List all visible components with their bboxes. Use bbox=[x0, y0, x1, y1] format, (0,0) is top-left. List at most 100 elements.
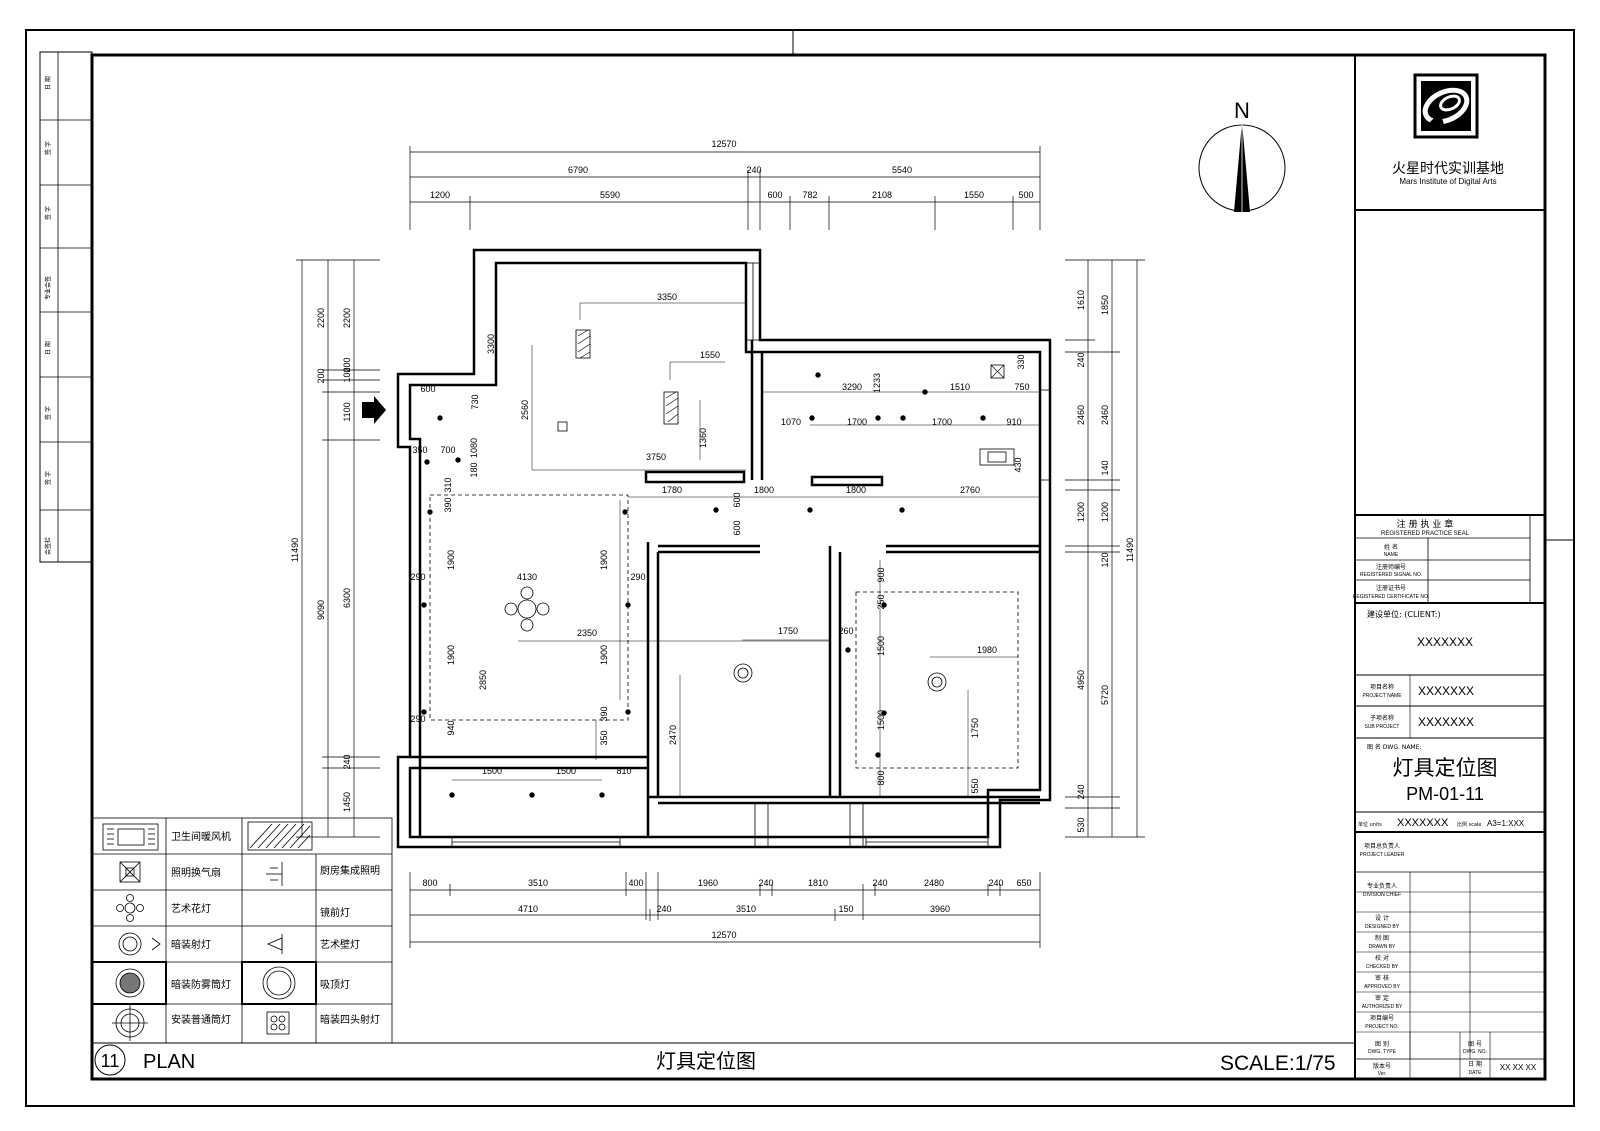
dim-left: 100 bbox=[342, 367, 352, 382]
strip-label: 签 字 bbox=[44, 206, 52, 220]
project-value: XXXXXXX bbox=[1418, 684, 1474, 698]
dim-right: 240 bbox=[1076, 784, 1086, 799]
dim-interior: 1070 bbox=[781, 417, 801, 427]
drawing-name-label: 图 名 DWG. NAME: bbox=[1367, 743, 1421, 751]
dim-bottom: 650 bbox=[1016, 878, 1031, 888]
dimension-guides bbox=[452, 302, 1040, 797]
dim-top: 782 bbox=[802, 190, 817, 200]
legend-label: 吸顶灯 bbox=[320, 979, 350, 991]
dim-left: 1100 bbox=[342, 402, 352, 421]
dim-top: 12570 bbox=[711, 139, 736, 149]
dim-interior: 910 bbox=[1006, 417, 1021, 427]
dim-interior: 1900 bbox=[599, 550, 609, 570]
dim-interior: 310 bbox=[443, 477, 453, 492]
sign-row-label: 审 核 bbox=[1375, 974, 1389, 982]
entrance-arrow-icon bbox=[362, 396, 386, 424]
dim-top: 500 bbox=[1018, 190, 1033, 200]
seal-subtitle: REGISTERED PRACTICE SEAL bbox=[1381, 531, 1470, 537]
dim-right: 140 bbox=[1100, 460, 1110, 475]
footer-type-label: 图 别 bbox=[1375, 1040, 1389, 1048]
strip-label: 日 期 bbox=[44, 341, 52, 355]
project-label-en: PROJECT NAME bbox=[1362, 693, 1402, 699]
units-value: XXXXXXX bbox=[1397, 817, 1449, 829]
seal-row-label-en: NAME bbox=[1384, 552, 1399, 558]
dim-interior: 390 bbox=[443, 497, 453, 512]
strip-label: 签 字 bbox=[44, 406, 52, 420]
dim-interior: 290 bbox=[410, 714, 425, 724]
dim-left: 9090 bbox=[316, 600, 326, 620]
ceiling-light-icon bbox=[262, 966, 296, 1000]
scale-label: 比例 scale bbox=[1457, 821, 1481, 828]
legend-label: 安装普通筒灯 bbox=[171, 1013, 231, 1026]
dim-right: 1610 bbox=[1076, 290, 1086, 310]
dim-interior: 2560 bbox=[520, 400, 530, 420]
dim-right: 530 bbox=[1076, 817, 1086, 832]
dim-interior: 350 bbox=[412, 445, 427, 455]
chandelier-icon bbox=[504, 586, 550, 632]
plan-scale: SCALE:1/75 bbox=[1220, 1052, 1336, 1075]
dim-right: 1850 bbox=[1100, 295, 1110, 315]
legend-label: 照明换气扇 bbox=[171, 866, 221, 879]
sign-row-label: 校 对 bbox=[1375, 954, 1389, 962]
legend-label: 暗装射灯 bbox=[171, 938, 211, 951]
seal-row-label-en: REGISTERED SIGNAL NO. bbox=[1360, 572, 1422, 578]
dim-bottom: 2480 bbox=[924, 878, 944, 888]
dim-left: 1450 bbox=[342, 792, 352, 812]
dim-right: 240 bbox=[1076, 352, 1086, 367]
walls bbox=[396, 248, 1052, 849]
dim-interior: 1500 bbox=[876, 710, 886, 730]
seal-row-label-en: REGISTERED CERTIFICATE NO. bbox=[1353, 594, 1430, 600]
subproject-label: 子项名称 bbox=[1370, 714, 1394, 722]
dim-interior: 290 bbox=[630, 572, 645, 582]
dim-bottom: 1960 bbox=[698, 878, 718, 888]
plan-number: 11 bbox=[101, 1051, 120, 1071]
dim-interior: 800 bbox=[876, 770, 886, 785]
sign-row-label: 审 定 bbox=[1375, 994, 1389, 1002]
legend-label: 艺术壁灯 bbox=[320, 938, 360, 951]
dim-interior: 1800 bbox=[846, 485, 866, 495]
units-label: 单位 units bbox=[1358, 821, 1382, 828]
dim-bottom: 3960 bbox=[930, 904, 950, 914]
dim-top: 2108 bbox=[872, 190, 892, 200]
dim-interior: 3290 bbox=[842, 382, 862, 392]
interior-dimensions: 3350 3300 1550 2560 1360 3750 600 730 35… bbox=[410, 292, 1029, 794]
footer-date-value: XX XX XX bbox=[1500, 1063, 1537, 1072]
dim-interior: 550 bbox=[970, 778, 980, 793]
footer-no-label: 图 号 bbox=[1468, 1041, 1482, 1048]
client-value: XXXXXXX bbox=[1417, 635, 1473, 649]
dim-bottom: 4710 bbox=[518, 904, 538, 914]
strip-label: 会签栏 bbox=[44, 537, 52, 555]
dim-bottom: 3510 bbox=[528, 878, 548, 888]
north-label: N bbox=[1234, 98, 1250, 123]
dim-interior: 3300 bbox=[486, 334, 496, 354]
sign-row-label-en: CHECKED BY bbox=[1366, 964, 1399, 970]
sign-row-label: 项目总负责人 bbox=[1364, 842, 1400, 850]
project-label: 项目名称 bbox=[1370, 683, 1394, 691]
legend-label: 厨房集成照明 bbox=[320, 864, 380, 877]
dimension-texts: 12570 6790 240 5540 1200 5590 600 782 21… bbox=[290, 139, 1135, 940]
dim-top: 240 bbox=[746, 165, 761, 175]
sign-row-label: 项目编号 bbox=[1370, 1014, 1394, 1022]
seal-row-label: 注册师编号 bbox=[1376, 563, 1406, 571]
dim-interior: 1080 bbox=[469, 438, 479, 458]
dim-top: 600 bbox=[767, 190, 782, 200]
dim-interior: 1980 bbox=[977, 645, 997, 655]
sign-row-label: 制 图 bbox=[1375, 934, 1389, 942]
downlight-icon bbox=[112, 1005, 148, 1041]
dim-left: 240 bbox=[342, 754, 352, 769]
legend-label: 暗装防雾筒灯 bbox=[171, 978, 231, 991]
dim-right: 2460 bbox=[1076, 405, 1086, 425]
dim-right: 120 bbox=[1100, 552, 1110, 567]
dim-interior: 4130 bbox=[517, 572, 537, 582]
dim-bottom: 1810 bbox=[808, 878, 828, 888]
dim-bottom: 240 bbox=[656, 904, 671, 914]
company-logo bbox=[1413, 73, 1479, 139]
dim-interior: 600 bbox=[732, 492, 742, 507]
subproject-value: XXXXXXX bbox=[1418, 715, 1474, 729]
sign-row-label-en: DIVISION CHIEF bbox=[1363, 892, 1401, 898]
dim-interior: 350 bbox=[599, 730, 609, 745]
windows bbox=[451, 262, 1051, 848]
dim-left: 2200 bbox=[342, 308, 352, 328]
sign-row-label-en: DRAWN BY bbox=[1369, 944, 1396, 950]
dim-interior: 810 bbox=[616, 766, 631, 776]
